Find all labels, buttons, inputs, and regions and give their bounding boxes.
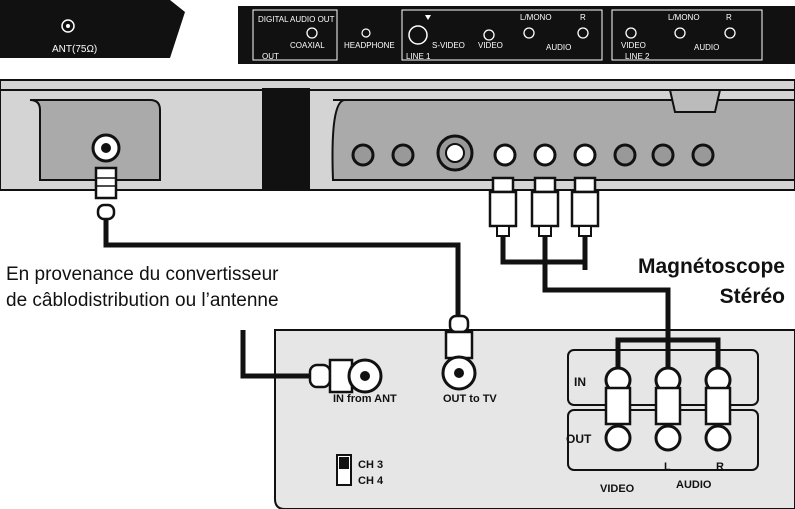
tv-jack-icon (691, 143, 715, 167)
headphone-jack-icon (361, 28, 371, 38)
ant-jack-icon (61, 19, 75, 33)
source-label-line1: En provenance du convertisseur (6, 264, 279, 285)
out-to-tv-label: OUT to TV (443, 393, 497, 405)
tv-stand (262, 88, 310, 190)
line2-r-label: R (726, 13, 732, 22)
svideo-jack-icon (408, 25, 428, 45)
tv-jack-bay (331, 99, 795, 181)
tv-jack-icon (351, 143, 375, 167)
rca-plug-audio-r (570, 176, 600, 237)
vcr-in-label: IN (574, 375, 586, 389)
line1-r-label: R (580, 13, 586, 22)
line2-audio-label: AUDIO (694, 43, 719, 52)
source-label-line2: de câblodistribution ou l’antenne (6, 290, 279, 311)
tv-audio-l-jack-icon (533, 143, 557, 167)
rca-plug-video (488, 176, 518, 237)
line2-lmono-label: L/MONO (668, 13, 700, 22)
vcr-l-label: L (664, 461, 671, 473)
vcr-title: Magnétoscope Stéréo (638, 252, 785, 312)
av-panel (238, 6, 795, 64)
audio-l-cable (542, 235, 671, 370)
vcr-title-line1: Magnétoscope (637, 255, 785, 278)
rf-cable-tv (103, 218, 461, 320)
ch4-label: CH 4 (358, 475, 384, 487)
coaxial-jack-icon (306, 27, 318, 39)
tv-jack-icon (391, 143, 415, 167)
rca-plug-audio-l (530, 176, 560, 237)
vcr-in-from-ant-connector (308, 358, 383, 394)
line2-label: LINE 2 (625, 52, 650, 61)
line2-audio-r-jack-icon (724, 27, 736, 39)
line1-audio-l-jack-icon (523, 27, 535, 39)
line1-lmono-label: L/MONO (520, 13, 552, 22)
vcr-title-line2: Stéréo (719, 285, 785, 308)
ant-label: ANT(75Ω) (52, 44, 97, 55)
source-label: En provenance du convertisseur de câblod… (6, 262, 279, 314)
vcr-in-video-plug (604, 366, 632, 452)
vcr-r-label: R (716, 461, 724, 473)
tv-jack-icon (613, 143, 637, 167)
vcr-in-audio-l-plug (654, 366, 682, 452)
line1-audio-r-jack-icon (577, 27, 589, 39)
out-label: OUT (262, 52, 279, 61)
line2-video-jack-icon (625, 27, 637, 39)
line2-audio-l-jack-icon (674, 27, 686, 39)
vcr-out-to-tv-connector (441, 314, 477, 391)
vcr-audio-label: AUDIO (676, 479, 712, 491)
coaxial-label: COAXIAL (290, 41, 325, 50)
line2-video-label: VIDEO (621, 41, 646, 50)
tv-ant-plug (94, 166, 118, 221)
digital-audio-out-label: DIGITAL AUDIO OUT (258, 15, 335, 24)
vcr-video-label: VIDEO (600, 483, 635, 495)
vcr-in-audio-r-plug (704, 366, 732, 452)
line1-video-jack-icon (483, 29, 495, 41)
tv-video-jack-icon (493, 143, 517, 167)
line1-video-label: VIDEO (478, 41, 503, 50)
line1-svideo-label: S-VIDEO (432, 41, 465, 50)
audio-r-cable (668, 337, 721, 370)
antenna-panel (0, 0, 185, 58)
vcr-out-label: OUT (566, 432, 592, 446)
line1-label: LINE 1 (406, 52, 431, 61)
in-from-ant-label: IN from ANT (333, 393, 397, 405)
line1-audio-label: AUDIO (546, 43, 571, 52)
headphone-label: HEADPHONE (344, 41, 395, 50)
rf-cable-source (240, 330, 310, 379)
ch3-label: CH 3 (358, 459, 383, 471)
tv-audio-r-jack-icon (573, 143, 597, 167)
tv-jack-icon (651, 143, 675, 167)
